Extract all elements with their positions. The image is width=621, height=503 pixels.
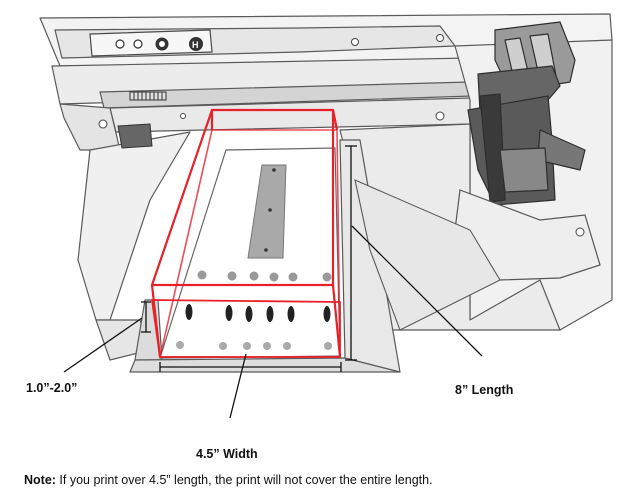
left-dark-block [117, 123, 153, 149]
carriage-screws [98, 111, 445, 129]
width-leader [229, 353, 247, 419]
strip-holes [264, 168, 276, 252]
button-1 [115, 39, 125, 49]
cartridge-holder [467, 21, 586, 206]
platen-holes-row [185, 304, 331, 322]
right-ramp [354, 179, 501, 331]
platen-dots-row-1 [197, 270, 332, 282]
box-front-plane [151, 299, 341, 358]
length-label: 8” Length [455, 383, 514, 397]
svg-text:H: H [192, 40, 199, 50]
depth-leader [63, 317, 143, 373]
rail-spring [129, 91, 167, 101]
platen-right-side [339, 139, 401, 373]
note-body: If you print over 4.5” length, the print… [55, 473, 433, 487]
length-leader [351, 225, 483, 357]
button-2 [133, 39, 143, 49]
platen-center-strip [247, 164, 287, 259]
left-frame [59, 103, 121, 151]
screw-2 [436, 34, 444, 42]
logo-icon [189, 37, 203, 51]
depth-label: 1.0”-2.0” [26, 381, 78, 395]
note-text: Note: If you print over 4.5” length, the… [24, 473, 433, 487]
screw-1 [351, 38, 359, 46]
dimension-lines [63, 145, 483, 419]
print-area-box [150, 108, 342, 358]
width-label: 4.5” Width [196, 447, 258, 461]
control-buttons: H [89, 29, 444, 57]
note-prefix: Note: [24, 473, 56, 487]
chute-screw [575, 227, 585, 237]
platen-dots-row-2 [176, 341, 332, 350]
